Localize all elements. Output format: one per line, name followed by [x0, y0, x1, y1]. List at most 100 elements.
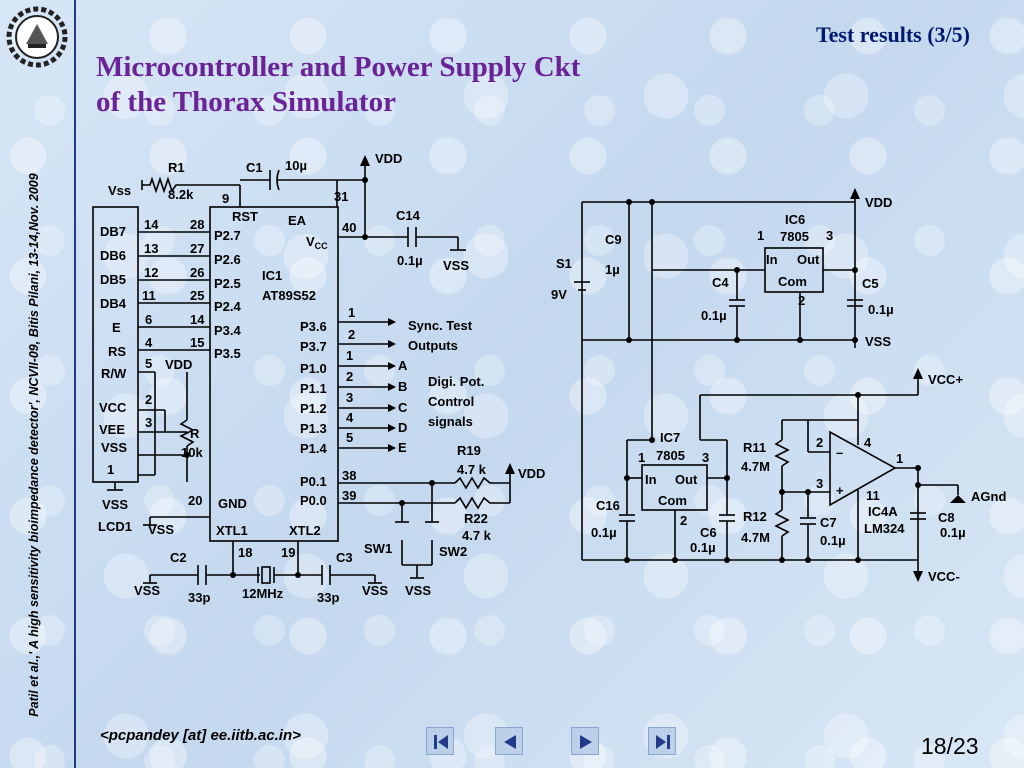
c7-value: 0.1µ	[820, 533, 846, 548]
lcd-db7: DB7	[100, 224, 126, 239]
port-p13: P1.3	[300, 421, 327, 436]
op-pin11: 11	[866, 488, 880, 503]
out-a: A	[398, 358, 408, 373]
lcd-e: E	[112, 320, 121, 335]
ic7-pin3: 3	[702, 450, 709, 465]
nav-next-button[interactable]	[571, 727, 599, 755]
first-page-icon	[434, 735, 448, 749]
slide-title-line1: Microcontroller and Power Supply Ckt	[96, 51, 581, 83]
port-p10: P1.0	[300, 361, 327, 376]
op-pin1: 1	[896, 451, 903, 466]
lcd-pin1: 1	[107, 462, 114, 477]
out-b: B	[398, 379, 407, 394]
page-separator: /	[946, 733, 953, 759]
out-1: 1	[348, 305, 355, 320]
pin-18: 18	[238, 545, 252, 560]
ic7-com: Com	[658, 493, 687, 508]
r1-value: 8.2k	[168, 187, 194, 202]
pin-19: 19	[281, 545, 295, 560]
lcd-db6: DB6	[100, 248, 126, 263]
ic6-pin1: 1	[757, 228, 764, 243]
vss-c14: VSS	[443, 258, 469, 273]
ic6-label: IC6	[785, 212, 805, 227]
ic6-com: Com	[778, 274, 807, 289]
page-total: 23	[952, 733, 979, 759]
nav-previous-button[interactable]	[495, 727, 523, 755]
lcd-vss-out: VSS	[102, 497, 128, 512]
s1-label: S1	[556, 256, 572, 271]
pin-n11: 11	[142, 288, 156, 303]
pin-p27: 27	[190, 241, 204, 256]
out-e: E	[398, 440, 407, 455]
last-page-icon	[656, 735, 670, 749]
footer-email: <pcpandey [at] ee.iitb.ac.in>	[100, 727, 301, 744]
digi-label2: Control	[428, 394, 474, 409]
ic7-label: IC7	[660, 430, 680, 445]
rst-label: RST	[232, 209, 258, 224]
ic7-pin2: 2	[680, 513, 687, 528]
lcd-vcc: VCC	[99, 400, 127, 415]
c1-value: 10µ	[285, 158, 307, 173]
out-5b: 5	[346, 430, 353, 445]
r19-value: 4.7 k	[457, 462, 487, 477]
pin-p15: 15	[190, 335, 204, 350]
port-p14b: P1.4	[300, 441, 328, 456]
ic6-name: 7805	[780, 229, 809, 244]
ic7-name: 7805	[656, 448, 685, 463]
c16-label: C16	[596, 498, 620, 513]
vdd-lcd: VDD	[165, 357, 192, 372]
page-number: 18/23	[921, 733, 979, 760]
c2-label: C2	[170, 550, 187, 565]
vdd-label: VDD	[375, 151, 402, 166]
pin-n14: 14	[144, 217, 159, 232]
r19-label: R19	[457, 443, 481, 458]
r12-value: 4.7M	[741, 530, 770, 545]
c2-value: 33p	[188, 590, 210, 605]
pin-p26: 26	[190, 265, 204, 280]
pin-n3: 3	[145, 415, 152, 430]
lcd-db5: DB5	[100, 272, 126, 287]
vcc-minus: VCC-	[928, 569, 960, 584]
pin-n6: 6	[145, 312, 152, 327]
ic4a-label: IC4A	[868, 504, 898, 519]
vcc-plus: VCC+	[928, 372, 963, 387]
port-p00: P0.0	[300, 493, 327, 508]
r11-label: R11	[743, 440, 766, 455]
r22-value: 4.7 k	[462, 528, 492, 543]
ic6-in: In	[766, 252, 778, 267]
port-p26: P2.6	[214, 252, 241, 267]
xtl1-label: XTL1	[216, 523, 248, 538]
pin-38: 38	[342, 468, 356, 483]
port-p37: P3.7	[300, 339, 327, 354]
c6-value: 0.1µ	[690, 540, 716, 555]
c4-value: 0.1µ	[701, 308, 727, 323]
c3-label: C3	[336, 550, 353, 565]
nav-last-button[interactable]	[648, 727, 676, 755]
vcc-label: VCC	[306, 234, 328, 251]
sidebar-divider	[74, 0, 76, 768]
pin-40: 40	[342, 220, 356, 235]
r1-label: R1	[168, 160, 185, 175]
out-c: C	[398, 400, 408, 415]
pin-9: 9	[222, 191, 229, 206]
r12-label: R12	[743, 509, 767, 524]
c9-value: 1µ	[605, 262, 620, 277]
port-p27: P2.7	[214, 228, 241, 243]
c5-label: C5	[862, 276, 879, 291]
pot-label: R	[190, 426, 200, 441]
nav-first-button[interactable]	[426, 727, 454, 755]
ea-label: EA	[288, 213, 307, 228]
port-p36: P3.6	[300, 319, 327, 334]
sw2-label: SW2	[439, 544, 467, 559]
pin-n12: 12	[144, 265, 158, 280]
page-current: 18	[921, 733, 947, 759]
c1-label: C1	[246, 160, 263, 175]
lcd-rw: R/W	[101, 366, 127, 381]
vss-sw: VSS	[405, 583, 431, 598]
op-pin3: 3	[816, 476, 823, 491]
ic1-label: IC1	[262, 268, 282, 283]
op-plus: +	[836, 483, 844, 498]
pin-p14: 14	[190, 312, 205, 327]
schematic-labels: R1 8.2k C1 10µ VDD Vss 9 31 RST EA 40 VC…	[98, 151, 1006, 605]
